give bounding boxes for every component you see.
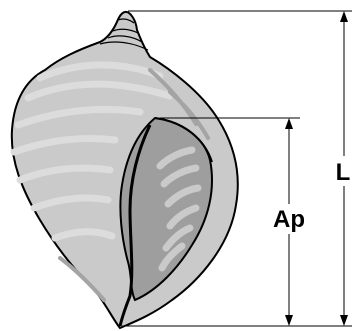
aperture-arrow-bottom <box>285 315 293 326</box>
length-label: L <box>336 159 351 186</box>
length-arrow-top <box>340 11 348 22</box>
aperture-label: Ap <box>273 206 305 233</box>
length-arrow-bottom <box>340 315 348 326</box>
aperture-arrow-top <box>285 118 293 129</box>
